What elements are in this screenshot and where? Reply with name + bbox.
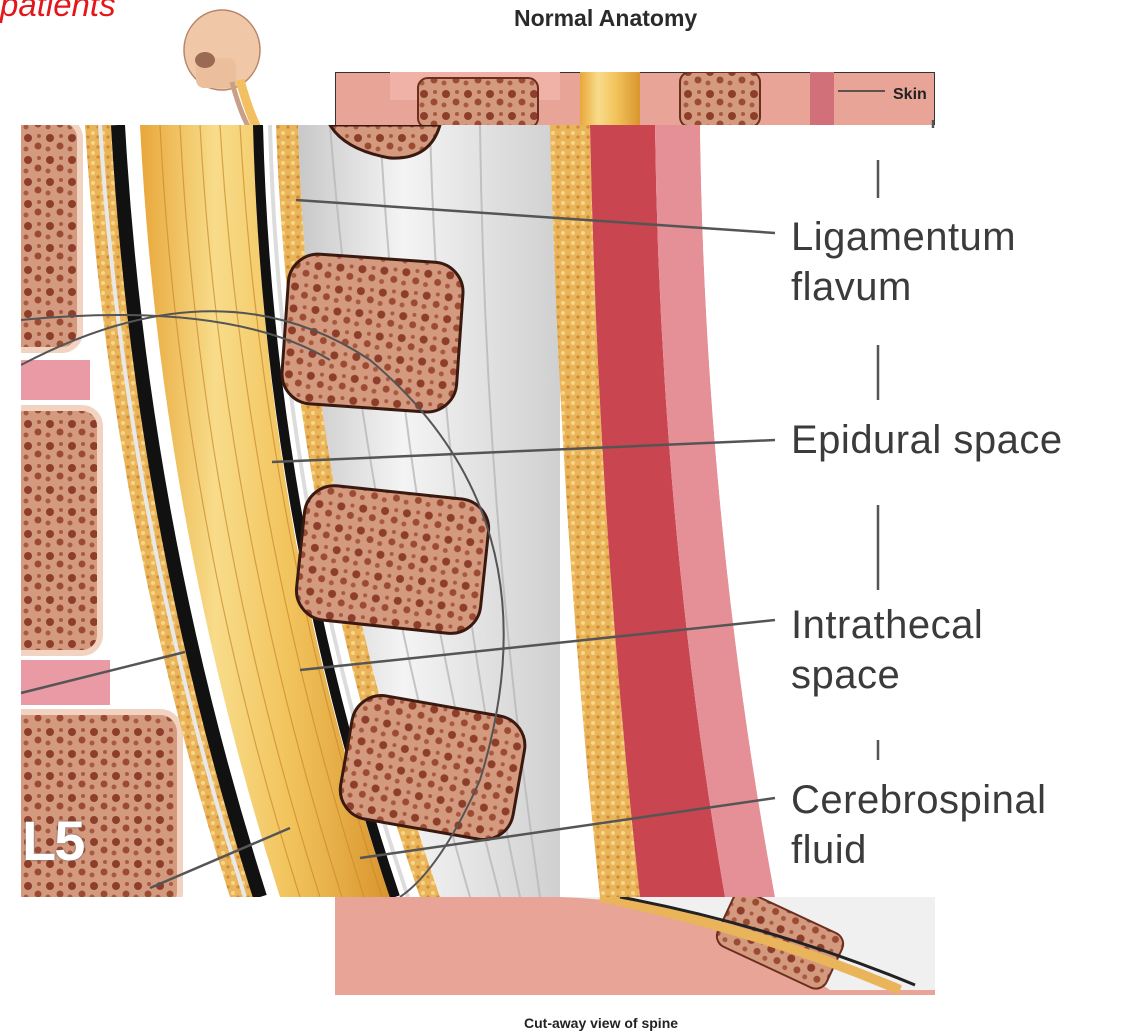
intrathecal-line2: space [791,650,983,700]
intrathecal-space-label: Intrathecal space [791,600,983,700]
vertebra-l5-label: L5 [22,808,83,873]
epidural-text: Epidural space [791,415,1063,465]
intrathecal-line1: Intrathecal [791,600,983,650]
epidural-space-label: Epidural space [791,415,1063,465]
cerebrospinal-fluid-label: Cerebrospinal fluid [791,775,1047,875]
figure-title: Normal Anatomy [514,5,697,32]
csf-line1: Cerebrospinal [791,775,1047,825]
ligamentum-line2: flavum [791,262,1016,312]
ligamentum-line1: Ligamentum [791,212,1016,262]
csf-line2: fluid [791,825,1047,875]
figure-caption: Cut-away view of spine [524,1015,678,1031]
ligamentum-flavum-label: Ligamentum flavum [791,212,1016,312]
skull-icon [184,10,260,130]
page-heading: patients [0,0,116,24]
skin-label: Skin [893,86,927,104]
